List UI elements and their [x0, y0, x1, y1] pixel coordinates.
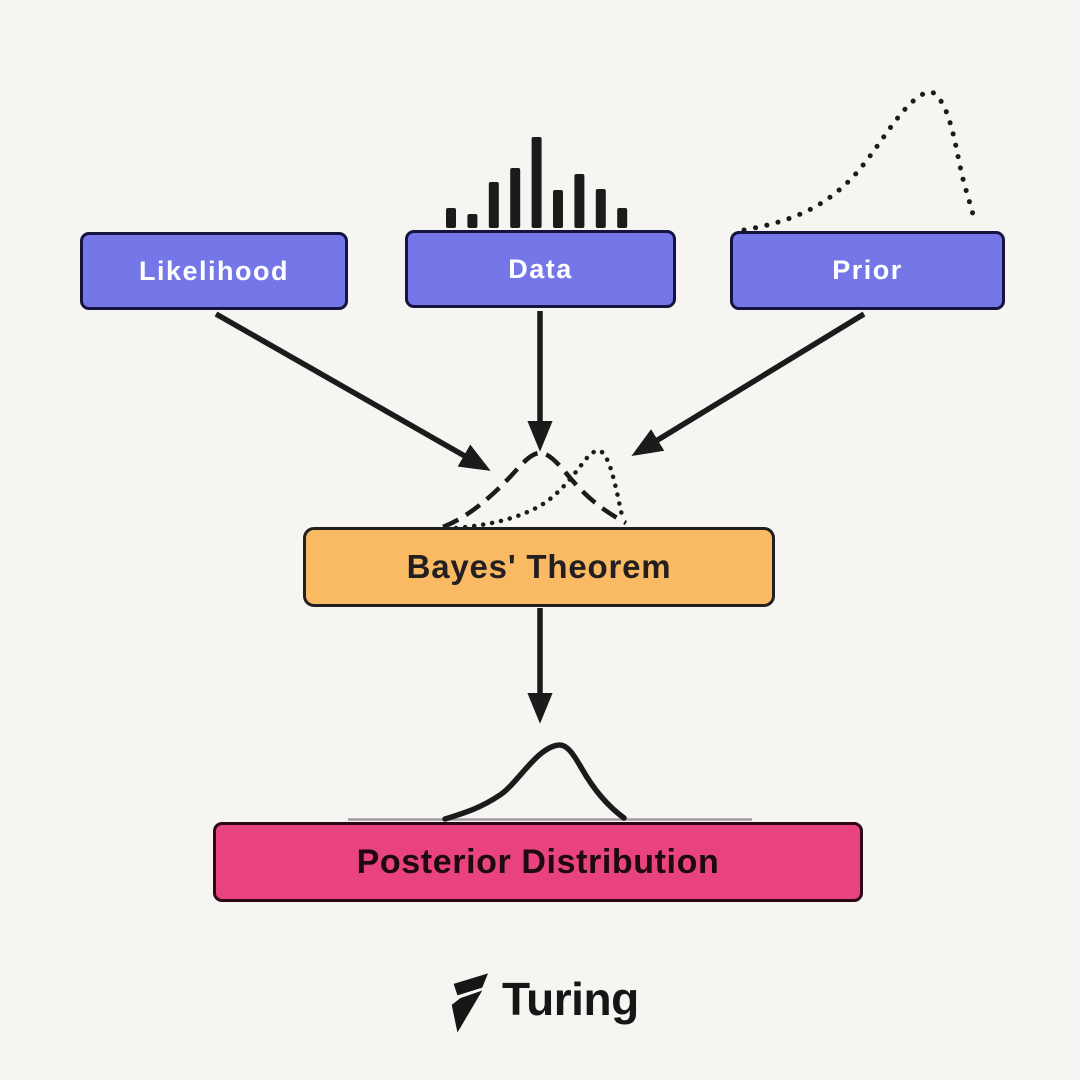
histogram-bar — [574, 174, 585, 228]
histogram-bar — [488, 182, 499, 228]
node-data: Data — [405, 230, 676, 308]
node-prior: Prior — [730, 231, 1005, 310]
data-histogram-figure — [446, 137, 628, 228]
histogram-bar — [553, 190, 563, 228]
node-posterior-distribution-label: Posterior Distribution — [356, 842, 720, 881]
node-bayes-theorem-label: Bayes' Theorem — [406, 548, 672, 585]
histogram-bar — [531, 137, 542, 228]
histogram-bar — [467, 214, 478, 228]
histogram-bar — [510, 168, 521, 228]
histogram-bar — [617, 208, 628, 228]
histogram-bar — [446, 208, 456, 228]
prior-distribution-curve — [741, 89, 978, 233]
turing-logo-wordmark: Turing — [502, 973, 639, 1025]
histogram-bar — [595, 189, 606, 228]
node-posterior-distribution: Posterior Distribution — [213, 822, 863, 902]
node-likelihood-label: Likelihood — [139, 255, 289, 286]
node-prior-label: Prior — [832, 255, 903, 285]
node-likelihood: Likelihood — [80, 232, 348, 310]
node-bayes-theorem: Bayes' Theorem — [303, 527, 775, 607]
bayes-dashed-curve — [442, 450, 628, 530]
turing-logo-icon — [451, 973, 488, 1033]
node-data-label: Data — [508, 253, 573, 284]
posterior-distribution-curve — [442, 742, 627, 822]
turing-logo: Turing — [446, 966, 666, 1038]
edge-prior-to-bayes — [631, 311, 866, 457]
edge-likelihood-to-bayes — [214, 311, 491, 471]
